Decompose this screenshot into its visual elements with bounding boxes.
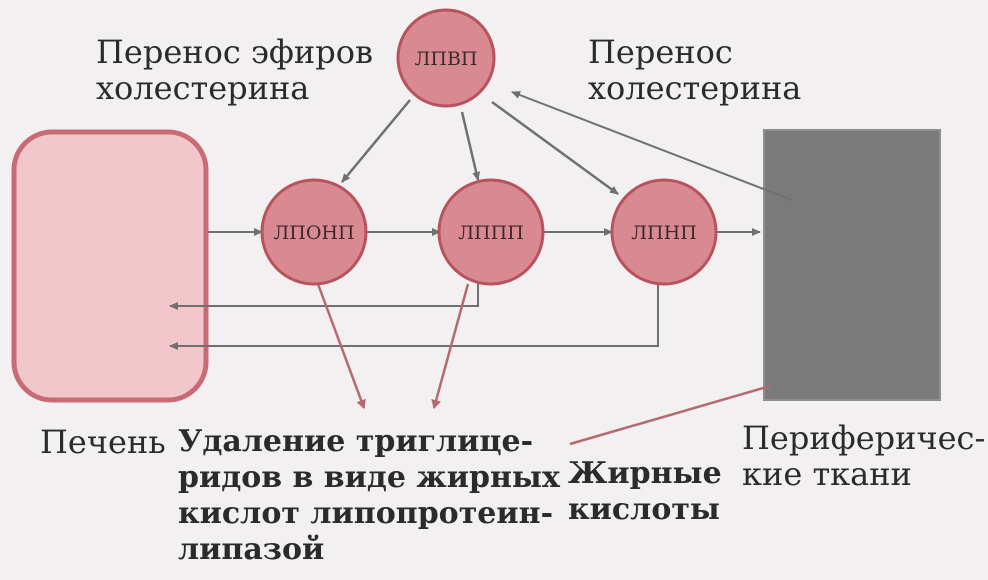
- liver-box: [11, 129, 209, 403]
- liver-label: Печень: [40, 423, 166, 461]
- hdl-node: [396, 8, 496, 108]
- vldl-label: ЛПОНП: [273, 222, 354, 244]
- arrow-hdl-to-vldl: [341, 99, 411, 183]
- chol-transport-line-2: холестерина: [588, 69, 802, 107]
- ldl-node: [610, 178, 718, 286]
- fatty-acids-line: [569, 384, 771, 446]
- fatty-acids-label: Жирные кислоты: [568, 456, 722, 528]
- hdl-label: ЛПВП: [415, 48, 478, 70]
- fatty-acids-line-2: кислоты: [568, 492, 721, 527]
- ldl-label: ЛПНП: [631, 222, 697, 244]
- idl-label: ЛППП: [458, 222, 524, 244]
- arrow-idl-to-removal: [431, 283, 470, 409]
- ester-transport-line-1: Перенос эфиров: [96, 33, 374, 71]
- arrow-hdl-to-ldl: [491, 100, 619, 196]
- arrow-tissue-to-hdl: [511, 91, 793, 201]
- ester-transport-line-2: холестерина: [96, 69, 310, 107]
- peripheral-tissue-box: [763, 129, 941, 401]
- idl-node: [437, 178, 545, 286]
- arrow-vldl-to-removal: [316, 283, 366, 409]
- removal-line-3: кислот липопротеин-: [178, 496, 554, 531]
- peripheral-label: Периферичес- кие ткани: [742, 420, 985, 492]
- arrow-hdl-to-idl: [460, 111, 481, 181]
- arrow-idl-return-to-liver: [169, 282, 479, 310]
- vldl-node: [260, 178, 368, 286]
- chol-transport-line-1: Перенос: [588, 33, 733, 71]
- peripheral-line-1: Периферичес-: [742, 419, 986, 457]
- removal-line-4: липазой: [178, 532, 325, 567]
- peripheral-line-2: кие ткани: [742, 455, 912, 493]
- removal-line-2: ридов в виде жирных: [178, 460, 560, 495]
- removal-line-1: Удаление тригли­це-: [178, 424, 534, 459]
- ester-transport-label: Перенос эфиров холестерина: [96, 34, 373, 106]
- removal-label: Удаление тригли­це- ридов в виде жирных …: [178, 424, 560, 568]
- arrow-ldl-return-to-liver: [169, 282, 659, 350]
- chol-transport-label: Перенос холестерина: [588, 34, 801, 106]
- fatty-acids-line-1: Жирные: [568, 456, 722, 491]
